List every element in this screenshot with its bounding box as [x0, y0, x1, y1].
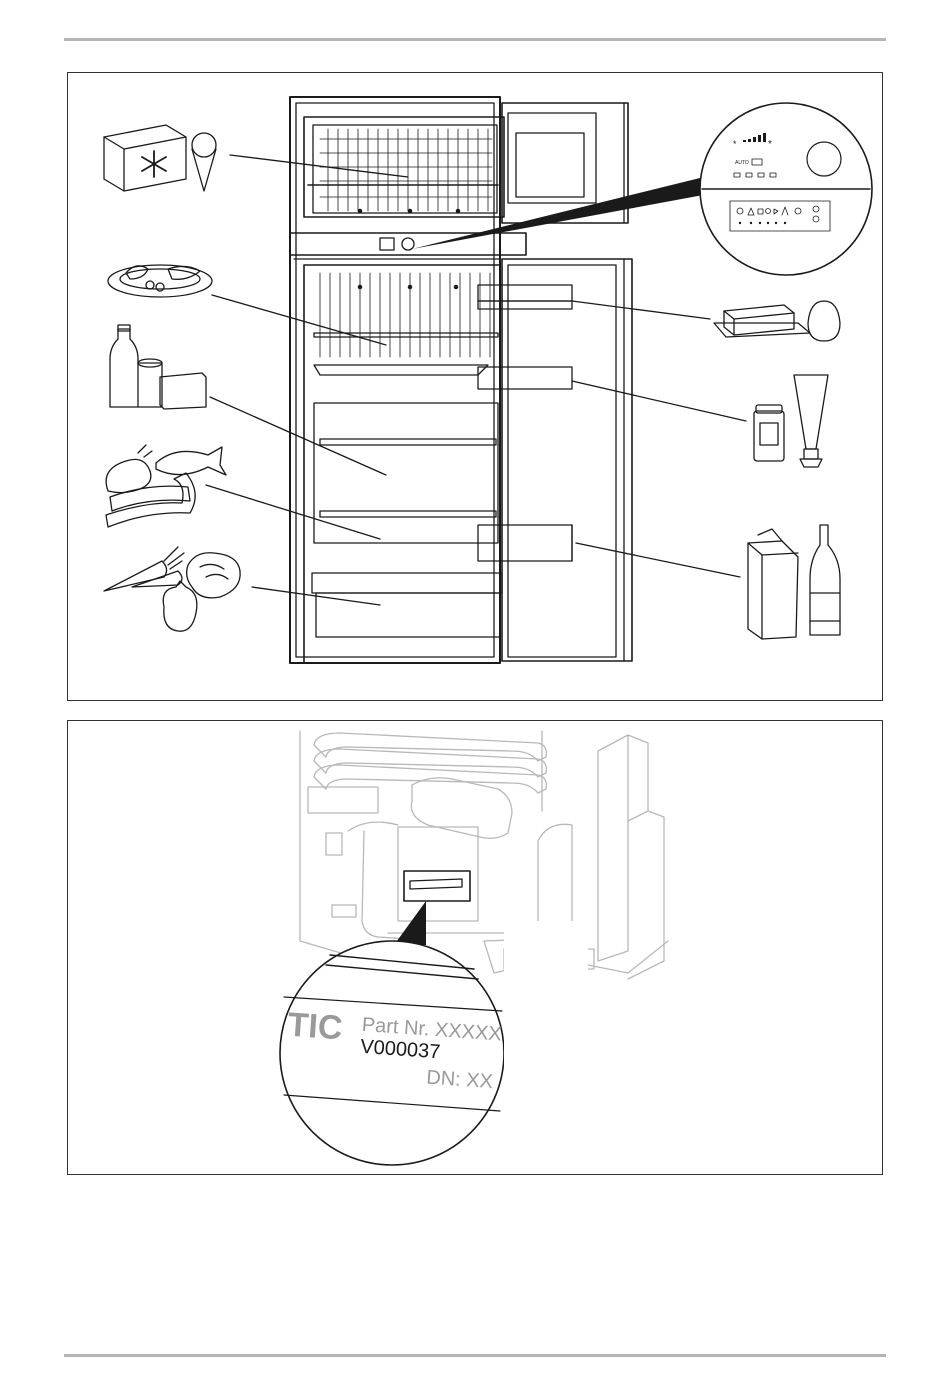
auto-label: AUTO [735, 160, 749, 166]
leader-drinks [576, 543, 740, 577]
jar-tube-icon [754, 375, 828, 467]
doors [478, 103, 632, 661]
header-rule [64, 38, 886, 41]
pointer-arrow [394, 901, 426, 945]
leader-jars [572, 381, 746, 421]
butter-egg-icon [714, 301, 840, 341]
leader-meat [206, 485, 380, 539]
control-panel-zoom: * * AUTO [412, 103, 872, 275]
leader-dairy [210, 397, 386, 475]
fridge-cabinet [290, 97, 526, 663]
plate-icon [108, 265, 212, 297]
footer-rule [64, 1354, 886, 1357]
vegetables-icon [104, 547, 240, 631]
leader-butter [572, 301, 710, 319]
rating-plate-figure: TIC Part Nr. XXXXX V000037 DN: XX [67, 720, 883, 1175]
svg-text:*: * [768, 139, 772, 150]
door-shelf-middle [478, 367, 572, 389]
leader-freezer [230, 155, 408, 177]
dairy-icon [110, 325, 206, 409]
refrigerator-figure: * * AUTO [67, 72, 883, 701]
fridge-compartment [304, 265, 500, 663]
frozen-food-icon [104, 125, 216, 191]
brand-fragment: TIC [286, 1006, 343, 1048]
control-strip [290, 233, 526, 255]
fridge-door [502, 259, 632, 661]
door-shelf-top [478, 285, 572, 301]
cooling-unit-drawing [300, 731, 668, 979]
drinks-icon [748, 525, 840, 639]
svg-text:*: * [733, 139, 737, 149]
dn-label: DN: XX [426, 1066, 494, 1093]
